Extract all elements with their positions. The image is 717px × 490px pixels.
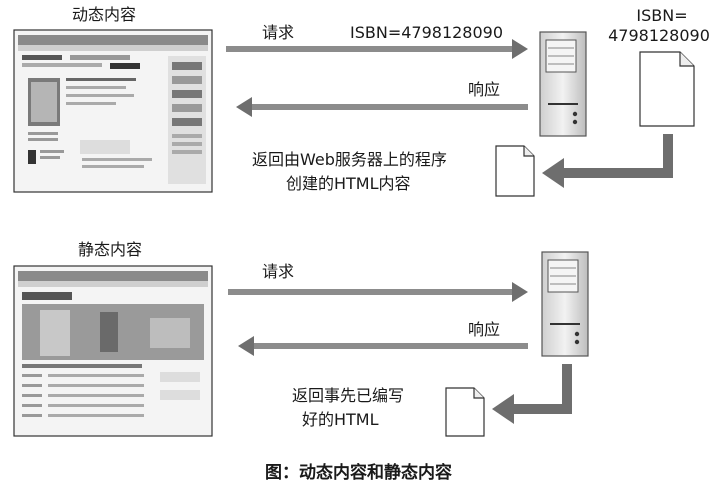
file-icon-html-static (445, 387, 485, 437)
response-arrow-static (238, 336, 528, 356)
server-icon-static (541, 251, 589, 357)
response-label-dynamic: 响应 (468, 80, 501, 99)
return-arrow-static (492, 364, 572, 424)
return-text-dynamic-line2: 创建的HTML内容 (286, 174, 411, 193)
file-icon-html-dynamic (495, 145, 535, 197)
figure-caption: 图：动态内容和静态内容 (265, 463, 452, 483)
request-label-dynamic: 请求 (262, 23, 295, 42)
browser-screenshot-static (13, 265, 213, 437)
return-text-static-line1: 返回事先已编写 (292, 386, 405, 405)
file-label-isbn-line1: ISBN= (636, 6, 688, 25)
section-title-dynamic: 动态内容 (72, 5, 137, 24)
return-arrow-dynamic (542, 134, 673, 188)
server-icon-dynamic (539, 31, 587, 137)
response-label-static: 响应 (468, 320, 501, 339)
request-arrow-static (228, 282, 528, 302)
request-label-static: 请求 (262, 262, 295, 281)
browser-screenshot-dynamic (13, 29, 213, 193)
request-value-isbn: ISBN=4798128090 (350, 23, 504, 42)
return-text-dynamic-line1: 返回由Web服务器上的程序 (252, 150, 447, 169)
section-title-static: 静态内容 (78, 240, 143, 259)
return-text-static-line2: 好的HTML (302, 410, 379, 429)
response-arrow-dynamic (236, 97, 528, 117)
file-label-isbn-line2: 4798128090 (608, 26, 710, 45)
request-arrow-dynamic (226, 39, 528, 59)
file-icon-program (639, 51, 695, 127)
